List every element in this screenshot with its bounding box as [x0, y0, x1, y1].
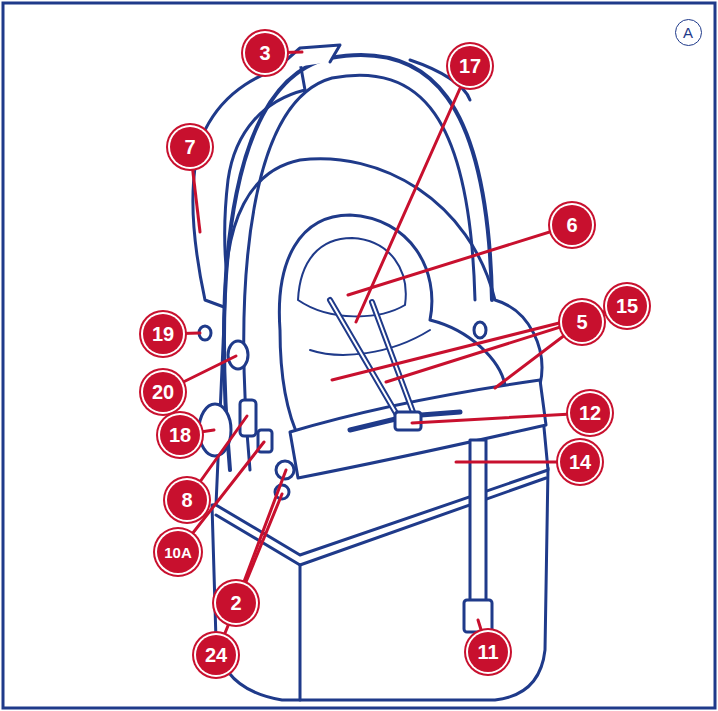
- callout-number: 5: [562, 302, 602, 342]
- callout-number: 15: [607, 286, 647, 326]
- callout-number: 8: [167, 480, 207, 520]
- callout-number: 10A: [157, 531, 199, 573]
- callout-number: 17: [450, 46, 490, 86]
- callout-number: 20: [143, 372, 183, 412]
- callout-number: 18: [160, 415, 200, 455]
- callout-number: 3: [245, 33, 285, 73]
- callout-number: 7: [170, 127, 210, 167]
- seat-drawing: [193, 45, 548, 700]
- callout-number: 11: [468, 632, 508, 672]
- callout-number: 12: [570, 393, 610, 433]
- frame: [3, 3, 715, 708]
- callout-number: 14: [560, 442, 600, 482]
- leader-lines: [163, 52, 627, 655]
- callout-number: 6: [552, 205, 592, 245]
- callout-number: 24: [196, 635, 236, 675]
- callout-number: 19: [143, 314, 183, 354]
- figure-letter: A: [675, 19, 702, 46]
- callout-number: 2: [216, 583, 256, 623]
